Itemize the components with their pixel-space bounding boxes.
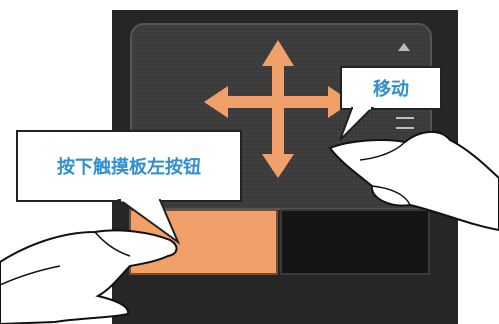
press-left-button-label: 按下触摸板左按钮 xyxy=(57,157,201,178)
scroll-up-icon xyxy=(398,43,410,51)
move-callout: 移动 xyxy=(340,66,442,110)
scroll-zone-line xyxy=(396,117,414,119)
scroll-zone-line xyxy=(396,127,414,129)
move-label: 移动 xyxy=(373,79,409,100)
press-left-button-callout: 按下触摸板左按钮 xyxy=(16,130,242,202)
touchpad-right-button[interactable] xyxy=(280,209,430,275)
